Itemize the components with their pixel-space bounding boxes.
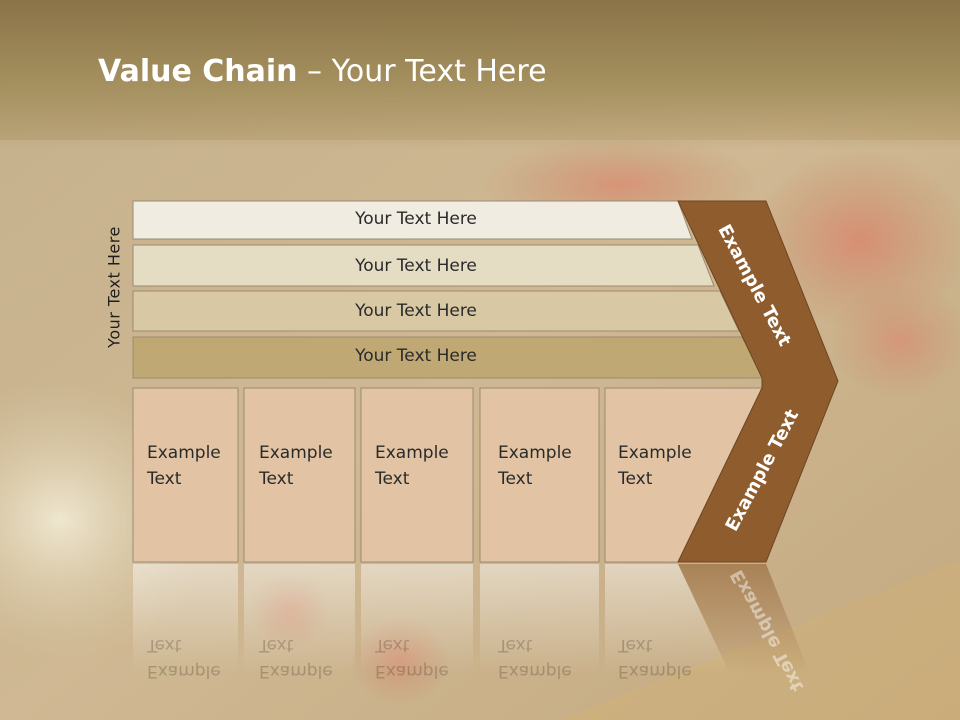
box-5-reflection — [605, 564, 730, 674]
box-1-reflection — [133, 564, 238, 674]
bar-3-label: Your Text Here — [355, 301, 477, 321]
bar-1-label: Your Text Here — [355, 209, 477, 229]
box-3-reflection — [361, 564, 473, 674]
chevron-arrow — [677, 200, 839, 563]
bar-2 — [132, 244, 715, 287]
box-4 — [479, 387, 600, 563]
title-rest: – Your Text Here — [297, 54, 547, 89]
bar-4-label: Your Text Here — [355, 346, 477, 366]
slide-title: Value Chain – Your Text Here — [98, 54, 547, 89]
title-bold: Value Chain — [98, 54, 298, 89]
box-3 — [360, 387, 474, 563]
box-1 — [132, 387, 239, 563]
bar-2-label: Your Text Here — [355, 256, 477, 276]
chevron-reflection — [678, 564, 810, 674]
box-2 — [243, 387, 356, 563]
box-4-reflection — [480, 564, 599, 674]
bar-3 — [132, 290, 740, 332]
title-band — [0, 0, 960, 150]
box-2-reflection — [244, 564, 355, 674]
bar-1 — [132, 200, 693, 240]
